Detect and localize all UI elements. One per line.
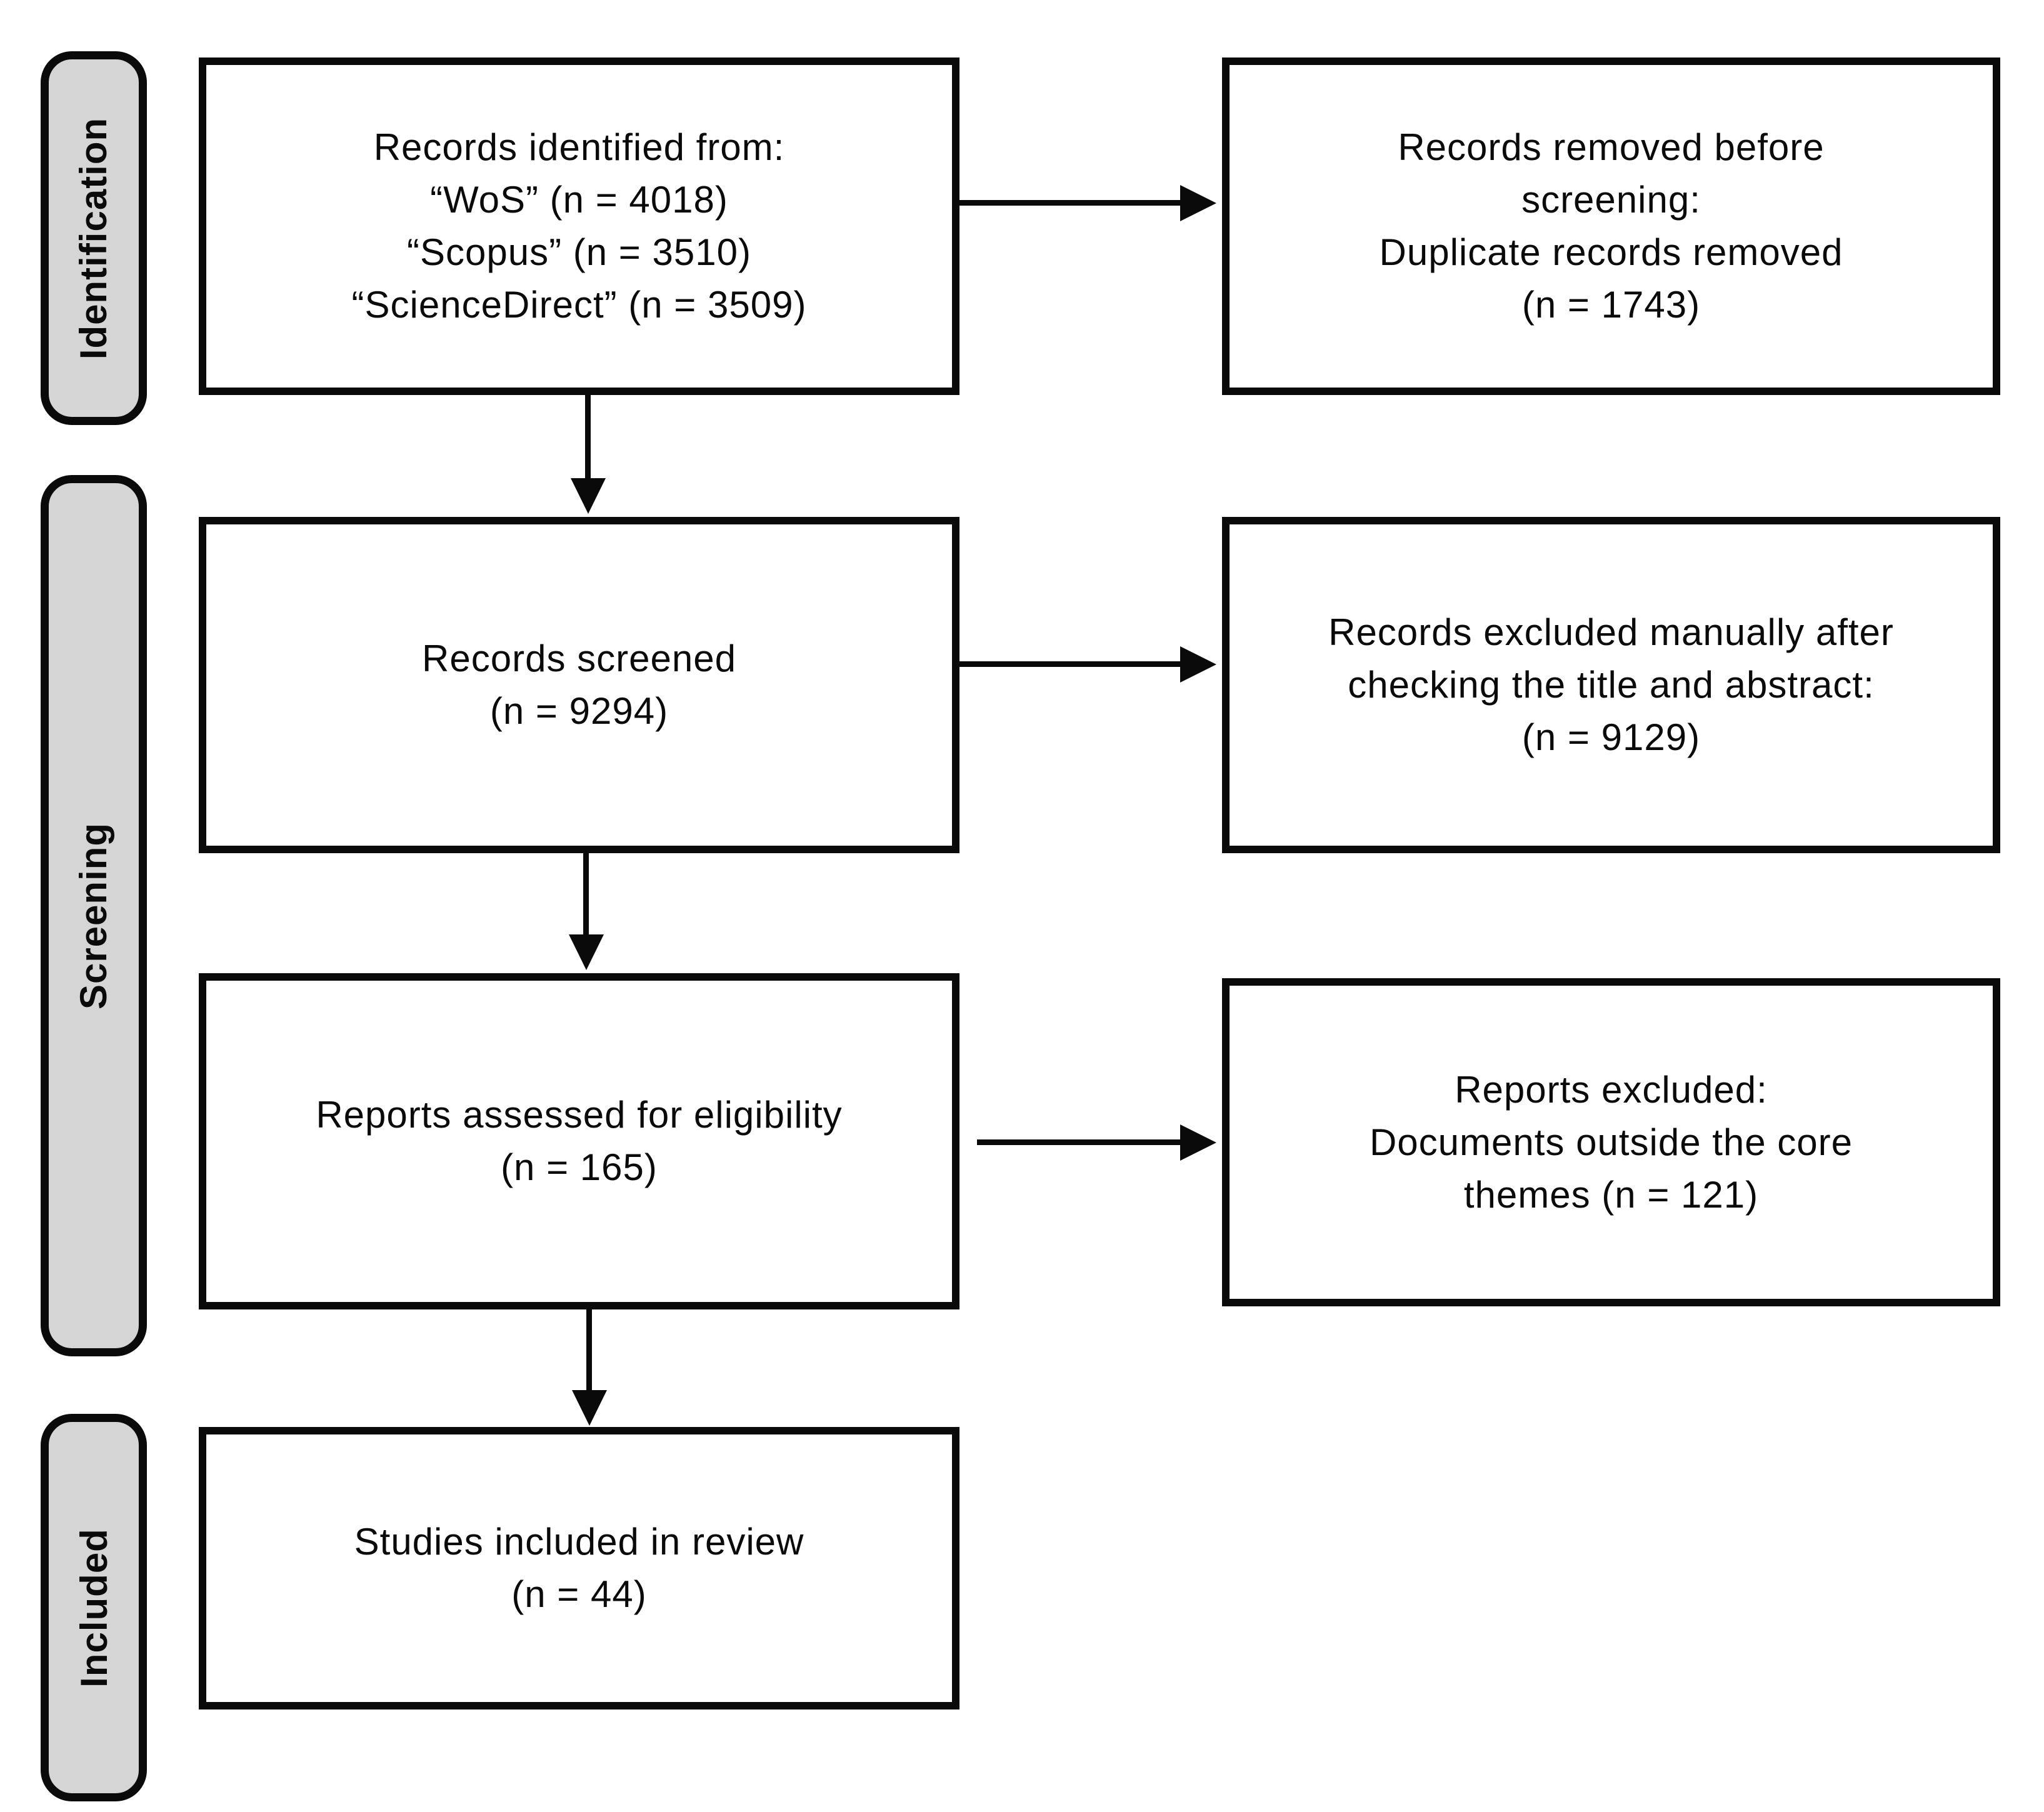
box-text-line: (n = 44) [511,1573,647,1615]
arrow-head-down [568,934,604,970]
box-text-line: Reports assessed for eligibility [316,1094,843,1136]
box-text-line: Documents outside the core [1369,1121,1853,1163]
box-text-line: screening: [1521,179,1701,221]
box-text-line: (n = 9294) [489,690,669,732]
box-text-line: Records excluded manually after [1328,611,1894,653]
arrow-head-down [571,1390,607,1426]
arrow-head-right [1180,646,1216,683]
arrow-assessed-to-excluded [977,1124,1216,1161]
arrow-screened-to-assessed [568,853,604,970]
arrow-identified-to-screened [570,395,606,514]
box-text-line: Duplicate records removed [1379,231,1843,273]
box-records-screened: Records screened (n = 9294) [199,517,959,853]
box-records-identified: Records identified from: “WoS” (n = 4018… [199,58,959,395]
stage-label-screening: Screening [41,475,147,1356]
box-reports-assessed: Reports assessed for eligibility (n = 16… [199,973,959,1309]
box-text-line: Records removed before [1398,126,1825,168]
arrow-head-right [1180,184,1216,221]
box-text-line: themes (n = 121) [1463,1173,1759,1216]
arrow-screened-to-excluded [959,646,1216,683]
box-text-line: Studies included in review [354,1521,804,1563]
box-text-line: (n = 1743) [1521,284,1701,326]
stage-label-text: Screening [73,822,115,1009]
stage-label-text: Identification [73,117,115,359]
box-text-line: Reports excluded: [1455,1068,1768,1111]
box-text-line: (n = 9129) [1521,716,1701,758]
box-records-excluded-manually: Records excluded manually after checking… [1222,517,2000,853]
box-records-removed-before-screening: Records removed before screening: Duplic… [1222,58,2000,395]
stage-label-identification: Identification [41,51,147,425]
box-studies-included: Studies included in review (n = 44) [199,1427,959,1709]
box-text-line: (n = 165) [501,1146,658,1188]
arrow-identified-to-removed [959,184,1216,221]
box-text-line: Records screened [422,638,736,679]
box-text-line: Records identified from: [373,126,785,168]
arrow-head-down [570,478,606,514]
box-reports-excluded: Reports excluded: Documents outside the … [1222,978,2000,1306]
box-text-line: checking the title and abstract: [1348,664,1875,706]
arrow-assessed-to-included [571,1309,607,1426]
stage-label-text: Included [73,1528,115,1688]
box-text-line: “Scopus” (n = 3510) [407,231,751,273]
box-text-line: “ScienceDirect” (n = 3509) [351,284,807,326]
box-text-line: “WoS” (n = 4018) [430,179,728,221]
arrow-head-right [1180,1124,1216,1161]
stage-label-included: Included [41,1414,147,1801]
